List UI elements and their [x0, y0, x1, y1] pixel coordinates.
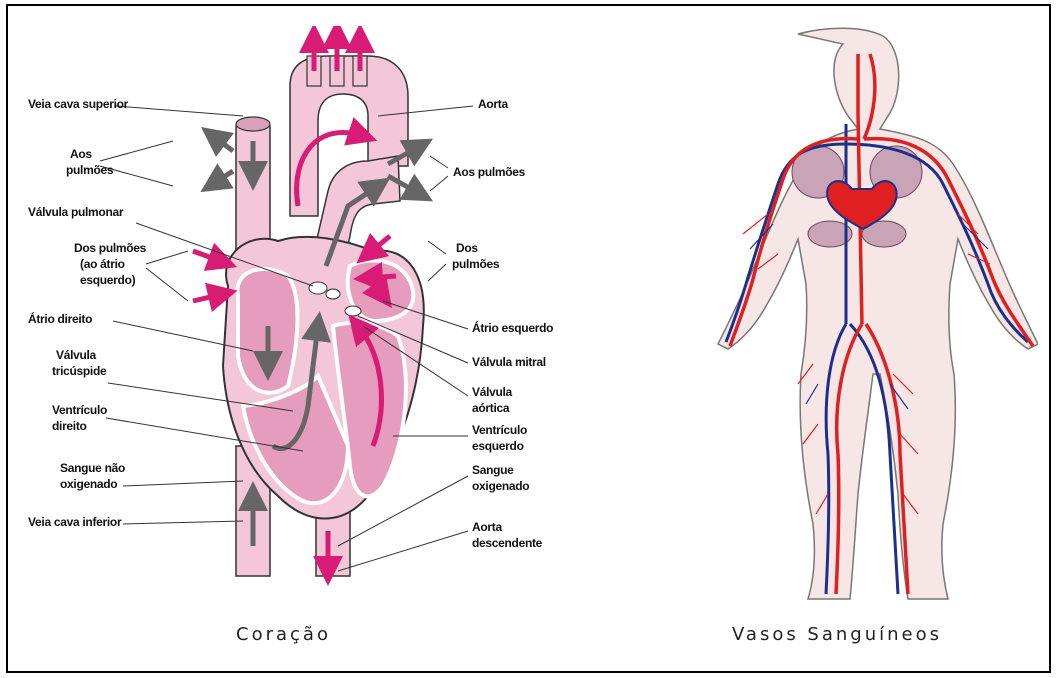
label-sangue-oxigenado: Sangue: [472, 463, 514, 477]
label-sangue-nao-oxigenado-2: oxigenado: [60, 477, 117, 491]
label-valvula-tricuspide-2: tricúspide: [52, 364, 107, 378]
heart-diagram: Veia cava superior Aos pulmões Válvula p…: [28, 26, 558, 606]
heart-labels-left: Veia cava superior Aos pulmões Válvula p…: [28, 97, 147, 529]
label-ventriculo-direito: Ventrículo: [52, 403, 107, 417]
label-atrio-esquerdo: Átrio esquerdo: [472, 320, 553, 335]
label-valvula-tricuspide: Válvula: [56, 348, 97, 362]
label-dos-pulmoes-right: Dos: [456, 241, 478, 255]
label-atrio-direito: Átrio direito: [28, 311, 92, 326]
label-aorta-descendente: Aorta: [472, 520, 502, 534]
label-dos-pulmoes-left-2: (ao átrio: [80, 257, 125, 271]
label-valvula-aortica-2: aórtica: [472, 401, 510, 415]
label-aorta: Aorta: [478, 97, 508, 111]
label-dos-pulmoes-left-3: esquerdo): [80, 273, 136, 287]
label-veia-cava-superior: Veia cava superior: [28, 97, 129, 111]
label-ventriculo-direito-2: direito: [52, 419, 87, 433]
body-silhouette: [718, 28, 1038, 599]
label-ventriculo-esquerdo-2: esquerdo: [472, 439, 524, 453]
label-aos-pulmoes-left-2: pulmões: [66, 163, 114, 177]
label-dos-pulmoes-left: Dos pulmões: [74, 241, 147, 255]
label-veia-cava-inferior: Veia cava inferior: [28, 515, 122, 529]
label-valvula-mitral: Válvula mitral: [472, 355, 546, 369]
label-sangue-nao-oxigenado: Sangue não: [60, 461, 125, 475]
label-valvula-aortica: Válvula: [472, 385, 513, 399]
label-ventriculo-esquerdo: Ventrículo: [472, 423, 527, 437]
label-aorta-descendente-2: descendente: [472, 536, 543, 550]
label-valvula-pulmonar: Válvula pulmonar: [28, 205, 124, 219]
label-dos-pulmoes-right-2: pulmões: [452, 257, 500, 271]
body-vessels-diagram: [618, 24, 1038, 604]
caption-coracao: Coração: [236, 624, 331, 645]
figure-frame: Veia cava superior Aos pulmões Válvula p…: [6, 4, 1051, 673]
caption-vasos-sanguineos: Vasos Sanguíneos: [732, 624, 942, 645]
label-aos-pulmoes-left: Aos: [70, 147, 92, 161]
heart-labels-right: Aorta Aos pulmões Dos pulmões Átrio esqu…: [452, 97, 553, 550]
label-sangue-oxigenado-2: oxigenado: [472, 479, 529, 493]
label-aos-pulmoes-right: Aos pulmões: [453, 165, 526, 179]
